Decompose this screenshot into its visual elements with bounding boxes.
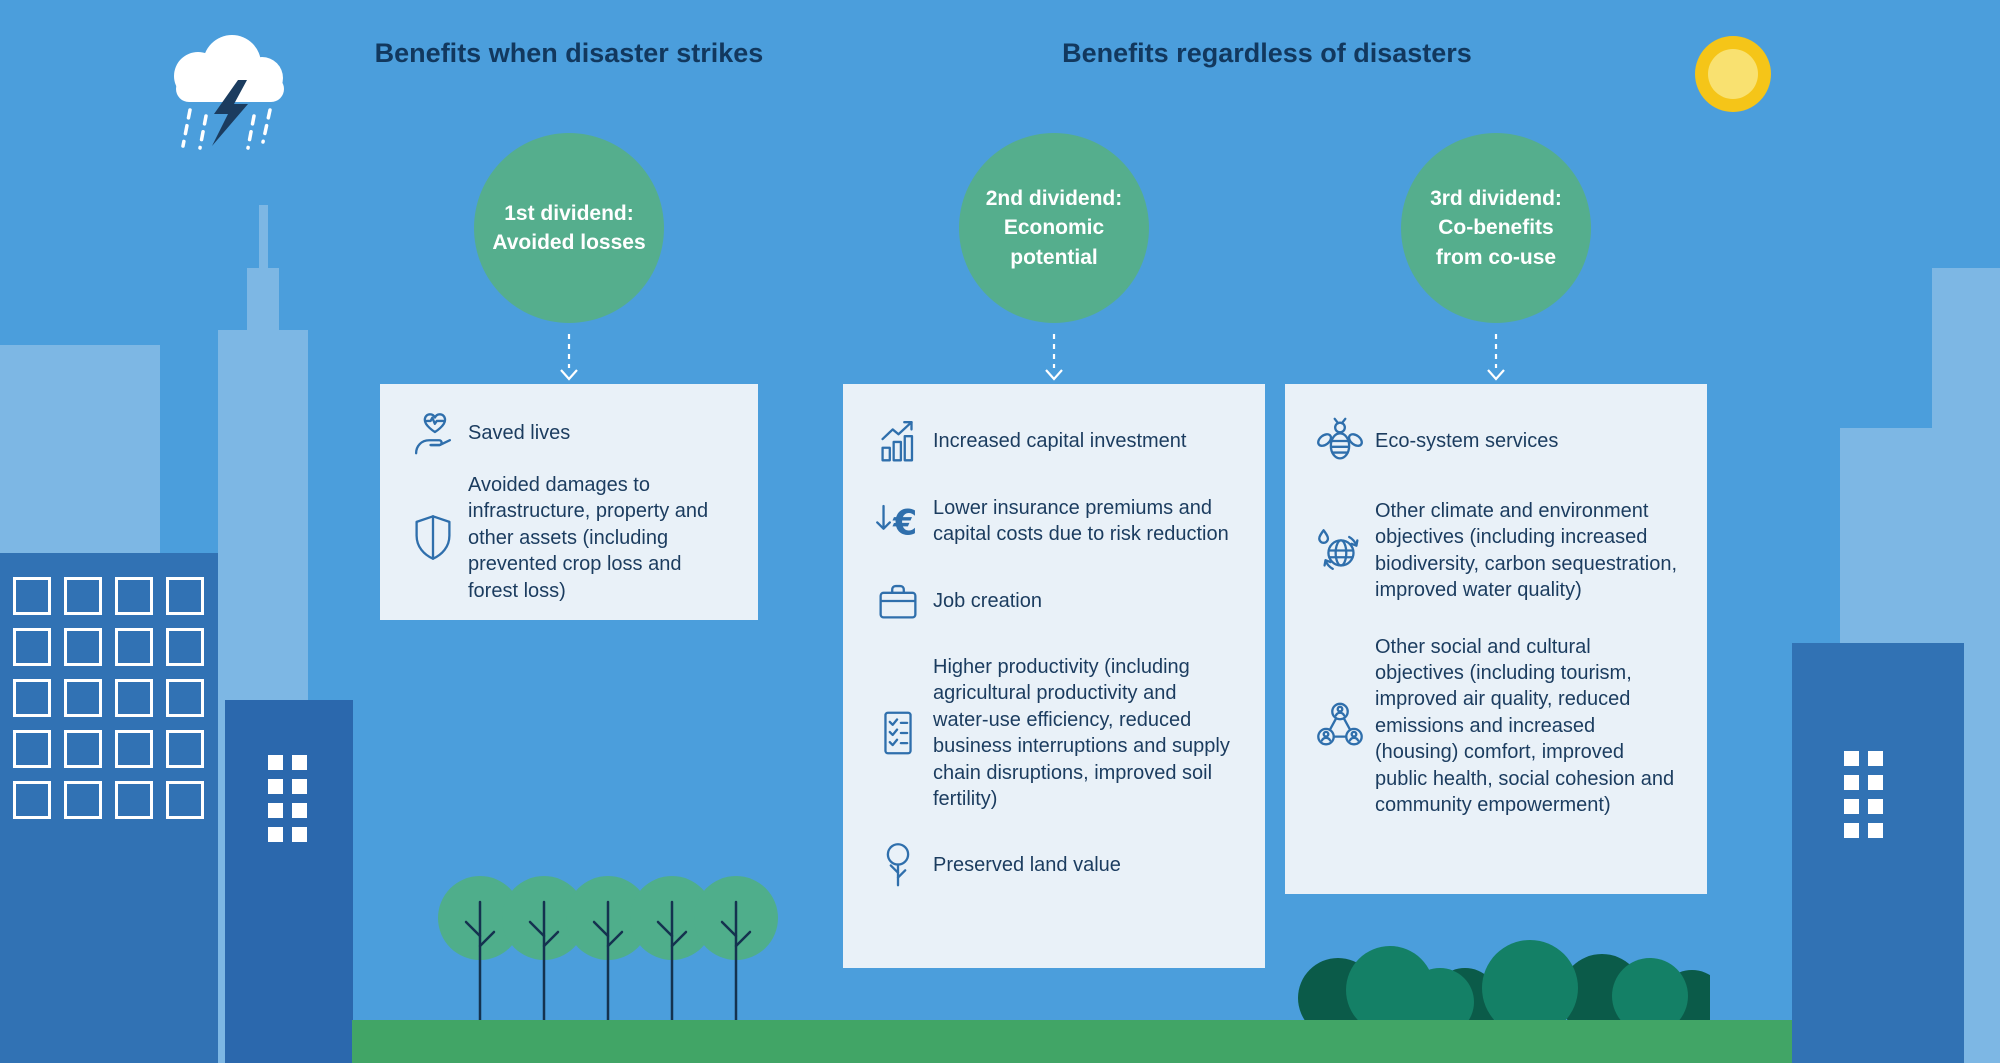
window bbox=[1868, 751, 1883, 766]
window bbox=[64, 679, 102, 717]
building-dark-tower-left bbox=[225, 700, 353, 1063]
window bbox=[1844, 823, 1859, 838]
window bbox=[1844, 751, 1859, 766]
bushes bbox=[1298, 940, 1710, 1020]
benefit-item: Saved lives bbox=[406, 406, 732, 460]
window bbox=[292, 803, 307, 818]
header-benefits-disaster: Benefits when disaster strikes bbox=[374, 38, 764, 68]
window bbox=[166, 730, 204, 768]
tree bbox=[502, 876, 586, 1020]
checklist-icon bbox=[871, 706, 933, 760]
benefit-item: Job creation bbox=[871, 574, 1237, 628]
benefit-text: Other climate and environment objectives… bbox=[1375, 500, 1678, 602]
dividend-card-2: Increased capital investment € Lower ins… bbox=[843, 384, 1265, 968]
benefit-text: Increased capital investment bbox=[933, 429, 1187, 452]
dividend-circle-3: 3rd dividend: Co-benefits from co-use bbox=[1401, 133, 1591, 323]
bee-icon bbox=[1313, 414, 1375, 468]
window bbox=[1868, 775, 1883, 790]
arrow-down-icon bbox=[1045, 334, 1063, 381]
tree bbox=[630, 876, 714, 1020]
tree bbox=[438, 876, 522, 1020]
window bbox=[268, 803, 283, 818]
dividend-card-3: Eco-system services Other climate and en… bbox=[1285, 384, 1707, 894]
storm-cloud-icon bbox=[174, 35, 284, 150]
sun-icon bbox=[1695, 36, 1771, 112]
window bbox=[13, 577, 51, 615]
benefit-text: Higher productivity (including agricultu… bbox=[933, 656, 1230, 810]
benefit-text: Other social and cultural objectives (in… bbox=[1375, 635, 1675, 816]
shield-icon bbox=[406, 511, 468, 565]
window bbox=[268, 779, 283, 794]
window bbox=[115, 628, 153, 666]
benefit-item: Eco-system services bbox=[1313, 414, 1679, 468]
building-windows bbox=[13, 577, 204, 819]
window bbox=[268, 755, 283, 770]
dividend-circle-1: 1st dividend: Avoided losses bbox=[474, 133, 664, 323]
chart-growth-icon bbox=[871, 414, 933, 468]
window bbox=[292, 755, 307, 770]
window bbox=[64, 781, 102, 819]
tree bbox=[566, 876, 650, 1020]
arrow-down-icon bbox=[1487, 334, 1505, 381]
benefit-text: Lower insurance premiums and capital cos… bbox=[933, 496, 1229, 545]
benefit-item: Other climate and environment objectives… bbox=[1313, 498, 1679, 604]
benefit-text: Preserved land value bbox=[933, 854, 1121, 877]
briefcase-icon bbox=[871, 574, 933, 628]
building-windows bbox=[268, 755, 307, 842]
window bbox=[64, 628, 102, 666]
ground bbox=[352, 1020, 1792, 1063]
benefit-item: Other social and cultural objectives (in… bbox=[1313, 634, 1679, 819]
window bbox=[64, 577, 102, 615]
window bbox=[292, 827, 307, 842]
benefit-item: Preserved land value bbox=[871, 838, 1237, 892]
window bbox=[64, 730, 102, 768]
window bbox=[166, 679, 204, 717]
building-antenna-spike bbox=[259, 205, 268, 275]
benefit-item: Higher productivity (including agricultu… bbox=[871, 654, 1237, 812]
window bbox=[1844, 775, 1859, 790]
window bbox=[13, 781, 51, 819]
svg-text:€: € bbox=[892, 504, 917, 544]
building-dark-left bbox=[0, 553, 218, 1063]
arrow-down-icon bbox=[560, 334, 578, 381]
lightning-bolt-icon bbox=[212, 80, 248, 146]
header-benefits-regardless: Benefits regardless of disasters bbox=[1062, 38, 1472, 68]
building-antenna-step bbox=[247, 268, 279, 334]
rain-lines bbox=[181, 108, 272, 150]
benefit-item: Increased capital investment bbox=[871, 414, 1237, 468]
benefit-text: Job creation bbox=[933, 589, 1042, 612]
building-dark-right bbox=[1792, 643, 1964, 1063]
heart-in-hand-icon bbox=[406, 406, 468, 460]
people-network-icon bbox=[1313, 699, 1375, 753]
globe-water-cycle-icon bbox=[1313, 524, 1375, 578]
benefit-text: Avoided damages to infrastructure, prope… bbox=[468, 474, 709, 602]
window bbox=[1868, 823, 1883, 838]
window bbox=[115, 781, 153, 819]
building-windows bbox=[1844, 751, 1883, 838]
dividend-circle-2: 2nd dividend: Economic potential bbox=[959, 133, 1149, 323]
window bbox=[166, 781, 204, 819]
tree bbox=[694, 876, 778, 1020]
window bbox=[115, 730, 153, 768]
window bbox=[13, 628, 51, 666]
tree-icon bbox=[871, 838, 933, 892]
window bbox=[268, 827, 283, 842]
window bbox=[13, 730, 51, 768]
window bbox=[115, 577, 153, 615]
window bbox=[166, 577, 204, 615]
euro-reduction-icon: € bbox=[871, 494, 933, 548]
window bbox=[1868, 799, 1883, 814]
benefit-item: Avoided damages to infrastructure, prope… bbox=[406, 472, 732, 604]
dividend-card-1: Saved lives Avoided damages to infrastru… bbox=[380, 384, 758, 620]
benefit-item: € Lower insurance premiums and capital c… bbox=[871, 494, 1237, 548]
window bbox=[13, 679, 51, 717]
benefit-text: Eco-system services bbox=[1375, 429, 1559, 452]
benefit-text: Saved lives bbox=[468, 421, 571, 444]
window bbox=[166, 628, 204, 666]
sun-core bbox=[1708, 49, 1758, 99]
window bbox=[115, 679, 153, 717]
window bbox=[292, 779, 307, 794]
window bbox=[1844, 799, 1859, 814]
